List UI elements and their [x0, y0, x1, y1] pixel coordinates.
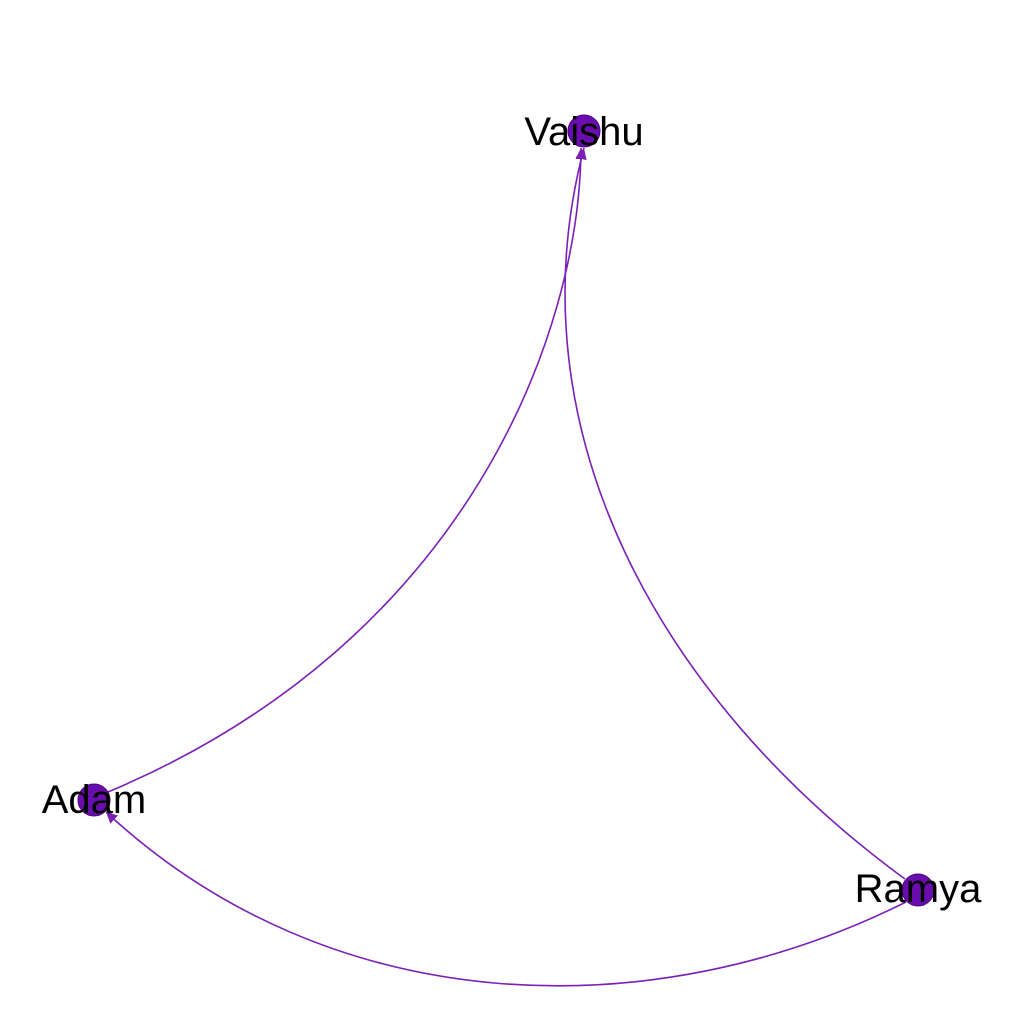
labels-layer: Vaishu Adam Ramya	[42, 110, 982, 911]
node-label-ramya: Ramya	[855, 867, 982, 911]
edge-adam-vaishu	[107, 147, 587, 793]
node-ramya[interactable]	[901, 873, 935, 907]
edge-ramya-vaishu	[564, 147, 906, 880]
node-vaishu[interactable]	[567, 114, 601, 148]
node-adam[interactable]	[77, 783, 111, 817]
edges-layer	[105, 147, 907, 987]
nodes-layer	[77, 114, 935, 907]
edge-ramya-adam	[105, 811, 907, 987]
node-label-adam: Adam	[42, 778, 147, 822]
node-label-vaishu: Vaishu	[524, 110, 643, 154]
